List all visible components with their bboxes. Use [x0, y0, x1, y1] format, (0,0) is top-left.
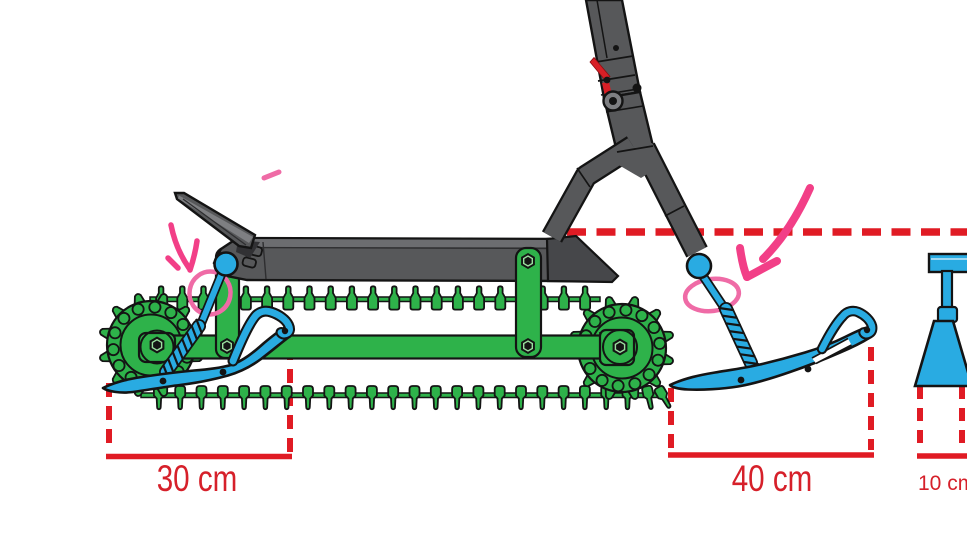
svg-text:30 cm: 30 cm: [157, 459, 238, 500]
svg-text:10 cm: 10 cm: [918, 472, 967, 495]
svg-text:40 cm: 40 cm: [732, 459, 813, 500]
